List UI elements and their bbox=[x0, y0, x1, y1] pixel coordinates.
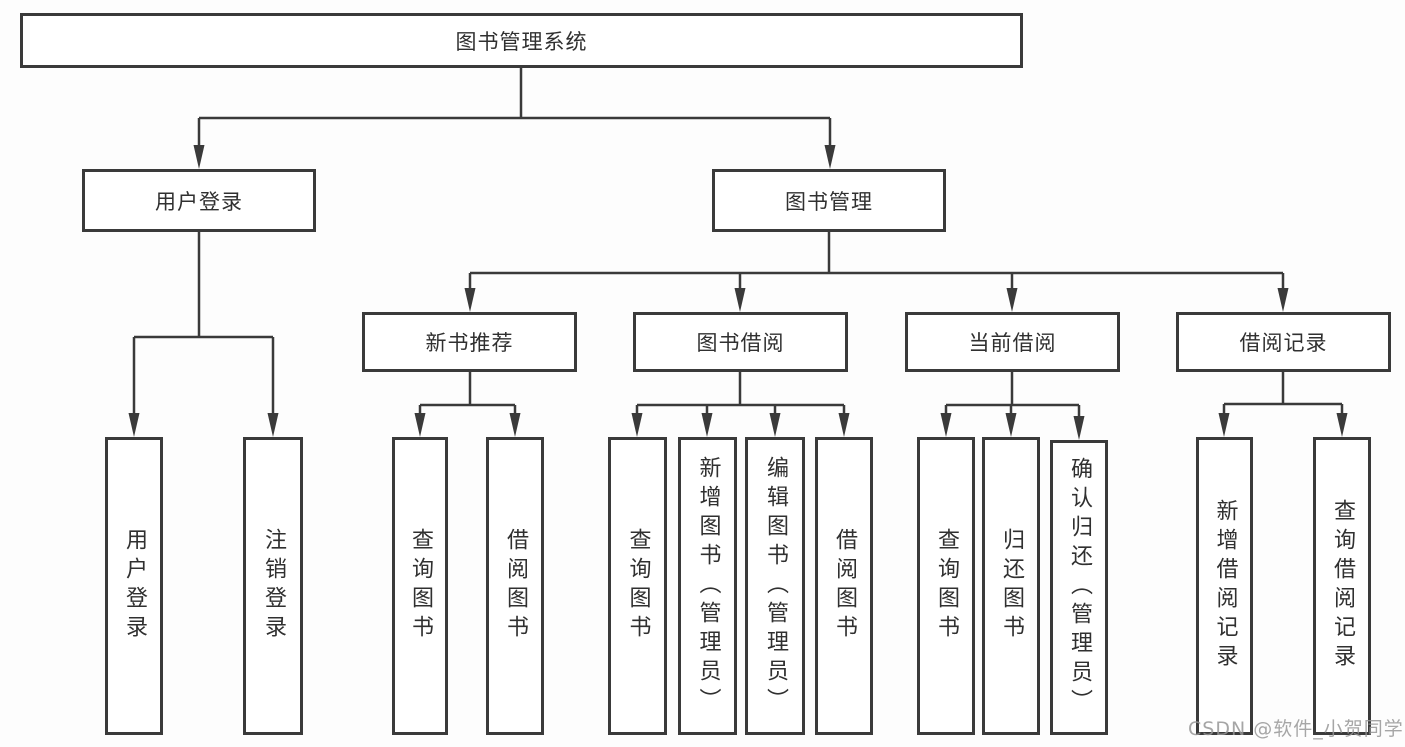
node-book-borrow: 图书借阅 bbox=[633, 312, 848, 372]
node-current-borrow: 当前借阅 bbox=[905, 312, 1120, 372]
leaf-return-book: 归还图书 bbox=[982, 437, 1040, 735]
node-user-login: 用户登录 bbox=[82, 169, 316, 232]
leaf-add-book-admin: 新增图书（管理员） bbox=[678, 437, 737, 735]
leaf-borrow-book-recommend: 借阅图书 bbox=[486, 437, 544, 735]
node-new-book-recommend: 新书推荐 bbox=[362, 312, 577, 372]
node-borrow-records: 借阅记录 bbox=[1176, 312, 1391, 372]
leaf-borrow-book: 借阅图书 bbox=[815, 437, 873, 735]
watermark: CSDN @软件_小贺同学 bbox=[1188, 718, 1404, 740]
node-root: 图书管理系统 bbox=[20, 13, 1023, 68]
leaf-query-book-current: 查询图书 bbox=[917, 437, 975, 735]
leaf-user-login: 用户登录 bbox=[105, 437, 163, 735]
leaf-query-book-recommend: 查询图书 bbox=[392, 437, 448, 735]
leaf-confirm-return-admin: 确认归还（管理员） bbox=[1050, 440, 1108, 735]
leaf-add-borrow-record: 新增借阅记录 bbox=[1196, 437, 1253, 735]
leaf-logout: 注销登录 bbox=[243, 437, 303, 735]
leaf-query-borrow-record: 查询借阅记录 bbox=[1313, 437, 1371, 735]
leaf-edit-book-admin: 编辑图书（管理员） bbox=[745, 437, 805, 735]
leaf-query-book-borrow: 查询图书 bbox=[608, 437, 667, 735]
node-book-management: 图书管理 bbox=[712, 169, 946, 232]
